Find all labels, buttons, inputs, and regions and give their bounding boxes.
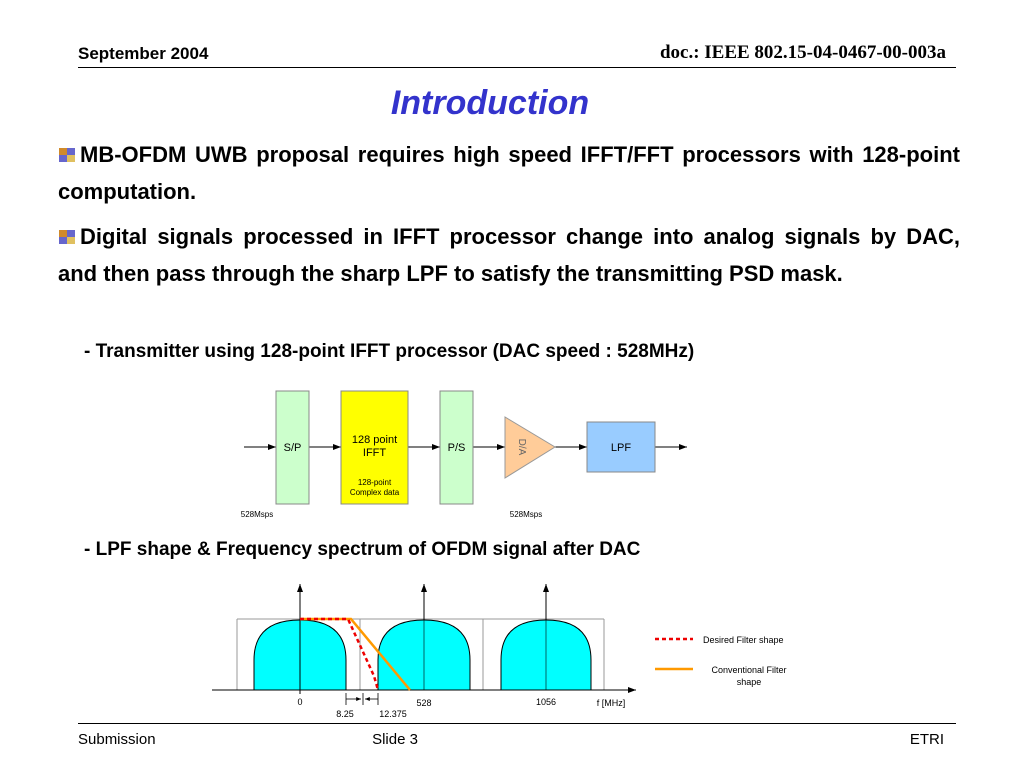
ifft-sub-line1: 128-point [358, 478, 392, 487]
spectrum-legend: Desired Filter shape Conventional Filter… [655, 635, 787, 687]
desired-filter-curve [300, 617, 380, 691]
footer-left: Submission [78, 731, 156, 748]
footer-slide-number: Slide 3 [372, 731, 418, 748]
header-doc-id: doc.: IEEE 802.15-04-0467-00-003a [659, 42, 946, 63]
header-divider [78, 67, 956, 68]
sp-label: S/P [284, 442, 302, 454]
ifft-label-line2: IFFT [363, 447, 386, 459]
lpf-block [586, 421, 656, 473]
bullet-1: MB-OFDM UWB proposal requires high speed… [58, 136, 960, 210]
rate-right: 528Msps [510, 510, 542, 519]
axis-unit-label: f [MHz] [597, 698, 626, 708]
tick-label-1056: 1056 [536, 697, 556, 707]
ifft-label-line1: 128 point [352, 434, 397, 446]
rate-left: 528Msps [241, 510, 273, 519]
bullet-icon [59, 148, 75, 162]
footer-right: ETRI [909, 731, 944, 748]
spectrum-plot: 0 528 1056 f [MHz] 8.25 12.375 [212, 584, 636, 719]
ps-label: P/S [448, 442, 466, 454]
legend-conventional-label-2: shape [737, 677, 762, 687]
bullet-icon [59, 230, 75, 244]
sub-heading-transmitter: - Transmitter using 128-point IFFT proce… [84, 341, 695, 362]
dim-label-8-25: 8.25 [336, 709, 354, 719]
lpf-label: LPF [611, 442, 631, 454]
sub-heading-spectrum: - LPF shape & Frequency spectrum of OFDM… [84, 539, 641, 560]
da-block [504, 416, 556, 479]
tick-label-0: 0 [297, 697, 302, 707]
ifft-block [340, 390, 409, 505]
ifft-sub-line2: Complex data [350, 488, 400, 497]
ps-block [439, 390, 474, 505]
bullet-1-text: MB-OFDM UWB proposal requires high speed… [58, 142, 960, 204]
bullet-2: Digital signals processed in IFFT proces… [58, 218, 960, 292]
da-label: D/A [516, 439, 527, 456]
legend-desired-label: Desired Filter shape [703, 635, 784, 645]
sp-block [275, 390, 310, 505]
footer-divider [78, 723, 956, 724]
slide-title: Introduction [390, 84, 590, 122]
tick-label-528: 528 [416, 698, 431, 708]
dim-label-12-375: 12.375 [379, 709, 407, 719]
header-date: September 2004 [78, 44, 209, 63]
bullet-2-text: Digital signals processed in IFFT proces… [58, 224, 960, 286]
legend-conventional-label-1: Conventional Filter [711, 665, 786, 675]
